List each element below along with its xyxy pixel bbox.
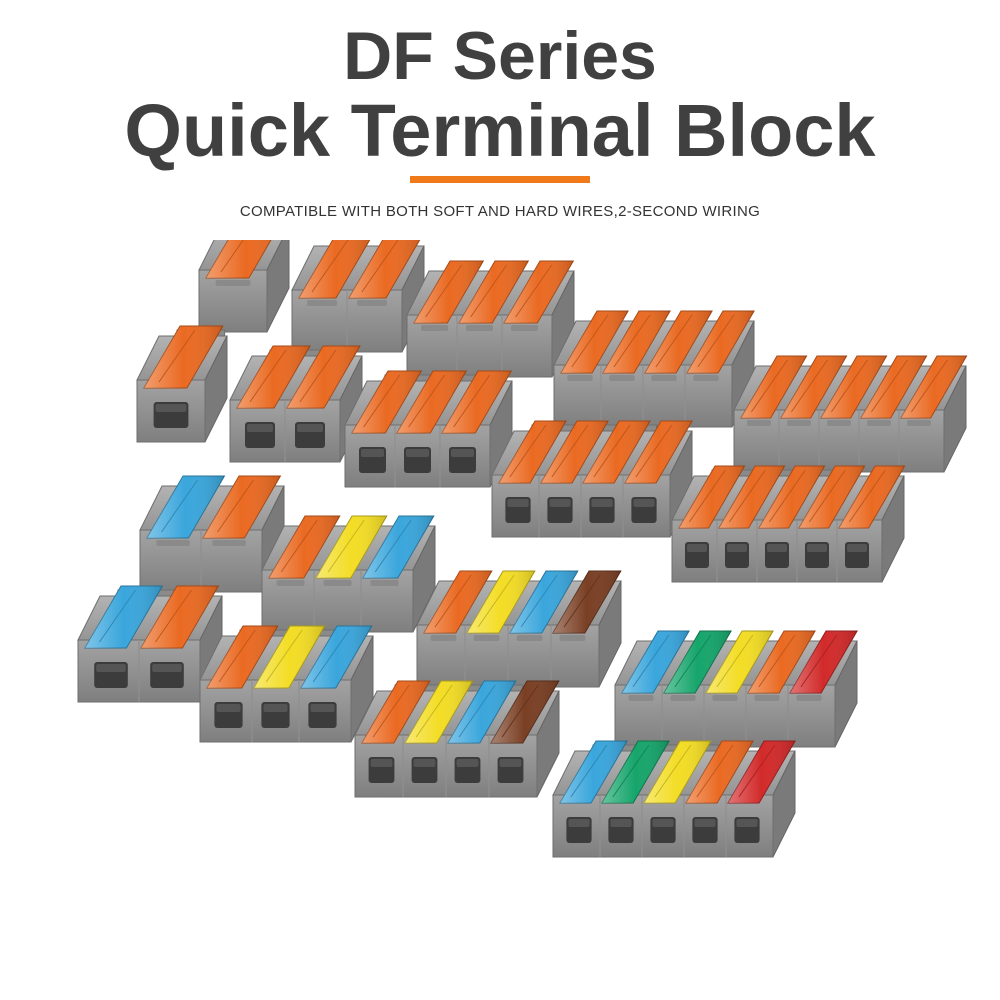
subtitle: COMPATIBLE WITH BOTH SOFT AND HARD WIRES… <box>239 203 761 220</box>
terminal-block-5-way-5 <box>671 355 968 583</box>
product-photo <box>77 240 968 858</box>
terminal-block-4-way-4 <box>491 310 755 538</box>
accent-bar <box>410 176 590 183</box>
terminal-block-3-way-3 <box>344 260 575 488</box>
title-line-1: DF Series <box>343 18 657 94</box>
terminal-block-1-way-1 <box>136 240 290 443</box>
terminal-block-5-way-9 <box>552 630 858 858</box>
terminal-block-4-way-8 <box>354 570 622 798</box>
terminal-block-3-way-7 <box>199 515 436 743</box>
terminal-block-2-way-6 <box>77 475 285 703</box>
title-line-2: Quick Terminal Block <box>124 89 876 172</box>
